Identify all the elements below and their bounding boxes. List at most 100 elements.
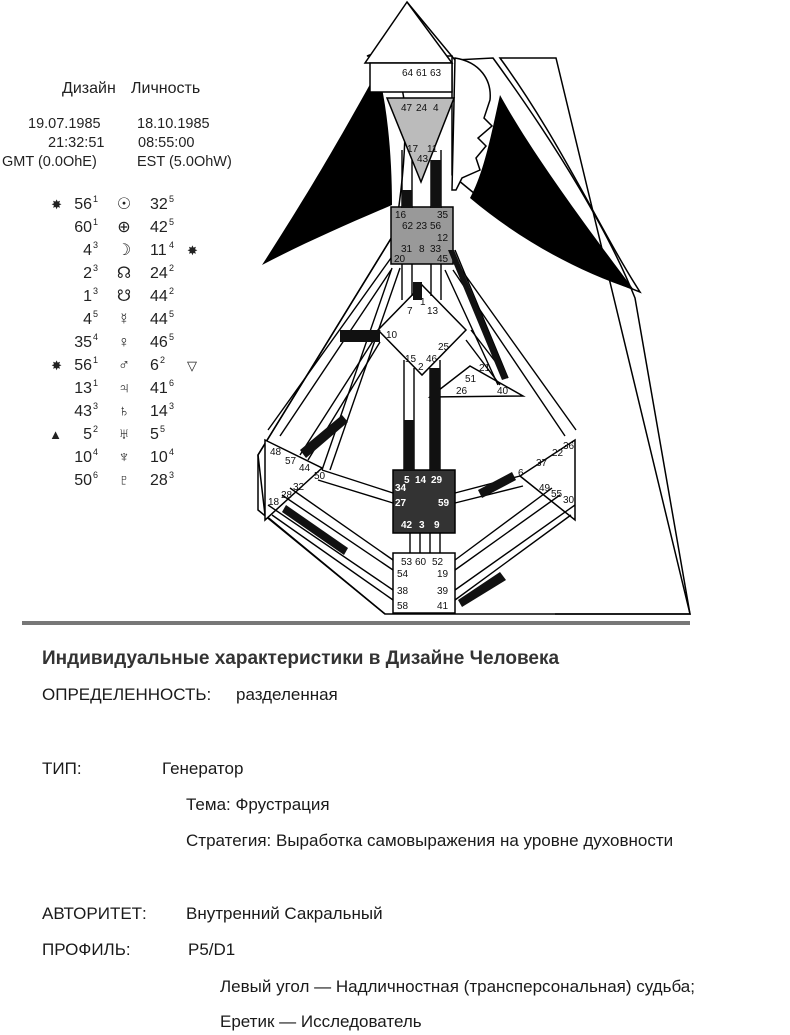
design-gate: 56 xyxy=(74,196,92,213)
personality-line: 6 xyxy=(169,378,174,388)
design-gate: 35 xyxy=(74,334,92,351)
gate-9: 9 xyxy=(434,520,440,531)
gate-57: 57 xyxy=(285,456,297,467)
gate-58: 58 xyxy=(397,601,409,612)
personality-gate: 42 xyxy=(150,219,168,236)
gate-55: 55 xyxy=(551,489,563,500)
gate-63: 63 xyxy=(430,68,442,79)
design-line: 3 xyxy=(93,286,98,296)
definition-value: разделенная xyxy=(236,685,338,704)
personality-gate: 5 xyxy=(150,426,159,443)
personality-line: 4 xyxy=(169,240,174,250)
gate-41: 41 xyxy=(437,601,449,612)
personality-label: Личность xyxy=(131,80,200,97)
personality-line: 2 xyxy=(169,263,174,273)
design-gate: 5 xyxy=(83,426,92,443)
gate-6: 6 xyxy=(518,468,524,479)
gate-47: 47 xyxy=(401,103,413,114)
shoulder-right-black xyxy=(470,95,634,290)
throat-center xyxy=(390,206,454,265)
sacral-center xyxy=(392,469,456,534)
root-center xyxy=(392,552,456,614)
head-center xyxy=(363,0,454,64)
section-divider xyxy=(22,621,690,625)
design-gate: 13 xyxy=(74,380,92,397)
gate-10: 10 xyxy=(386,330,398,341)
solar-plexus-center xyxy=(518,438,576,522)
design-mark: ✸ xyxy=(51,358,62,373)
personality-line: 5 xyxy=(169,309,174,319)
gate-28: 28 xyxy=(281,490,293,501)
design-line: 5 xyxy=(93,309,98,319)
design-gate: 10 xyxy=(74,449,92,466)
gate-45: 45 xyxy=(437,254,449,265)
gate-30: 30 xyxy=(563,495,575,506)
strategy: Стратегия: Выработка самовыражения на ур… xyxy=(186,831,674,850)
gate-38: 38 xyxy=(397,586,409,597)
gate-19: 19 xyxy=(437,569,449,580)
personality-gate: 28 xyxy=(150,472,168,489)
gate-39: 39 xyxy=(437,586,449,597)
gate-51: 51 xyxy=(465,374,477,385)
gate-7: 7 xyxy=(407,306,413,317)
design-date: 19.07.1985 xyxy=(28,116,101,132)
design-gate: 56 xyxy=(74,357,92,374)
personality-date: 18.10.1985 xyxy=(137,116,210,132)
gate-8: 8 xyxy=(419,244,425,255)
gate-18: 18 xyxy=(268,497,280,508)
design-line: 6 xyxy=(93,470,98,480)
gate-22: 22 xyxy=(552,448,564,459)
planet-glyph-icon: ♀ xyxy=(118,334,130,351)
design-line: 1 xyxy=(93,355,98,365)
design-line: 4 xyxy=(93,447,98,457)
gate-15: 15 xyxy=(405,354,417,365)
gate-17: 17 xyxy=(407,144,419,155)
design-zone: GMT (0.0OhE) xyxy=(2,154,97,170)
gate-42: 42 xyxy=(401,520,413,531)
gate-1: 1 xyxy=(420,297,426,308)
gate-13: 13 xyxy=(427,306,439,317)
profile-roles: Еретик — Исследователь xyxy=(220,1012,422,1031)
gate-numbers: 64 61 63 47 24 4 17 43 11 16 35 62 23 56… xyxy=(268,68,575,612)
personality-line: 5 xyxy=(169,217,174,227)
gate-31: 31 xyxy=(401,244,413,255)
personality-line: 4 xyxy=(169,447,174,457)
personality-line: 5 xyxy=(169,332,174,342)
design-line: 2 xyxy=(93,424,98,434)
gate-20: 20 xyxy=(394,254,406,265)
theme: Тема: Фрустрация xyxy=(186,795,330,814)
authority-value: Внутренний Сакральный xyxy=(186,904,383,923)
shoulder-left xyxy=(257,231,396,615)
gate-21: 21 xyxy=(479,363,491,374)
personality-gate: 32 xyxy=(150,196,168,213)
profile-label: ПРОФИЛЬ: xyxy=(42,940,131,959)
g-center xyxy=(376,283,468,377)
design-line: 1 xyxy=(93,378,98,388)
gate-23: 23 xyxy=(416,221,428,232)
design-time: 21:32:51 xyxy=(48,135,104,151)
report-title: Индивидуальные характеристики в Дизайне … xyxy=(42,648,560,669)
personality-line: 2 xyxy=(160,355,165,365)
personality-gate: 24 xyxy=(150,265,168,282)
gate-16: 16 xyxy=(395,210,407,221)
gate-46: 46 xyxy=(426,354,438,365)
gate-60: 60 xyxy=(415,557,427,568)
gate-44: 44 xyxy=(299,463,311,474)
personality-line: 3 xyxy=(169,401,174,411)
personality-gate: 10 xyxy=(150,449,168,466)
planet-glyph-icon: ♂ xyxy=(118,357,130,374)
gate-50: 50 xyxy=(314,471,326,482)
design-label: Дизайн xyxy=(62,80,116,97)
defined-channels xyxy=(282,160,516,607)
gate-52: 52 xyxy=(432,557,444,568)
personality-gate: 41 xyxy=(150,380,168,397)
gate-11: 11 xyxy=(427,144,438,155)
design-gate: 43 xyxy=(74,403,92,420)
design-gate: 50 xyxy=(74,472,92,489)
gate-2: 2 xyxy=(418,362,424,373)
gate-35: 35 xyxy=(437,210,449,221)
design-gate: 4 xyxy=(83,242,92,259)
face-profile xyxy=(451,57,494,191)
spleen-center xyxy=(264,438,324,522)
